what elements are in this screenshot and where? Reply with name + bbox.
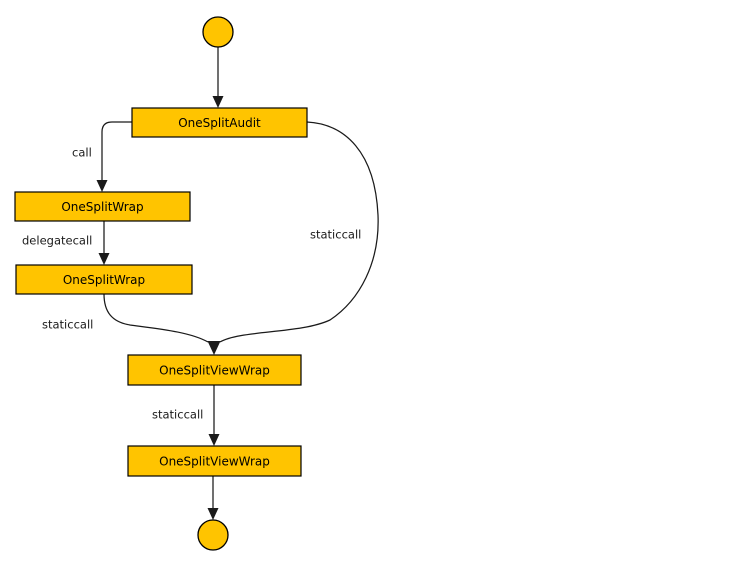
- arrowhead-icon: [207, 508, 219, 520]
- edge-line: [219, 121, 379, 343]
- edge-label-staticcall-right: staticcall: [310, 228, 361, 242]
- node-onesplitaudit[interactable]: OneSplitAudit: [131, 107, 308, 138]
- node-label: OneSplitWrap: [63, 273, 145, 287]
- arrowhead-icon: [98, 253, 110, 265]
- node-label: OneSplitViewWrap: [159, 364, 270, 378]
- edge-onesplitaudit-to-onesplitviewwrap: staticcall: [219, 121, 379, 343]
- edge-onesplitaudit-to-onesplitwrap: call: [72, 121, 132, 192]
- edge-onesplitwrap-to-onesplitviewwrap: staticcall: [42, 293, 209, 343]
- node-onesplitviewwrap-2[interactable]: OneSplitViewWrap: [127, 445, 302, 477]
- node-onesplitwrap-2[interactable]: OneSplitWrap: [15, 264, 193, 295]
- edge-start-to-onesplitaudit: [212, 47, 224, 108]
- start-node[interactable]: [202, 16, 234, 48]
- edge-onesplitviewwrap-to-onesplitviewwrap: staticcall: [152, 385, 220, 446]
- edge-label-staticcall-left: staticcall: [42, 318, 93, 332]
- arrowhead-icon: [208, 434, 220, 446]
- node-label: OneSplitAudit: [178, 116, 261, 130]
- node-rect[interactable]: [15, 264, 193, 295]
- node-onesplitwrap-1[interactable]: OneSplitWrap: [14, 191, 191, 222]
- node-rect[interactable]: [127, 445, 302, 477]
- node-label: OneSplitWrap: [61, 200, 143, 214]
- node-rect[interactable]: [127, 354, 302, 386]
- edge-label-staticcall-bottom: staticcall: [152, 408, 203, 422]
- node-onesplitviewwrap-1[interactable]: OneSplitViewWrap: [127, 354, 302, 386]
- node-rect[interactable]: [14, 191, 191, 222]
- arrowhead-icon: [207, 341, 221, 355]
- edge-label-call: call: [72, 146, 92, 160]
- arrowhead-icon: [96, 180, 108, 192]
- end-node[interactable]: [197, 519, 229, 551]
- edge-onesplitwrap-to-onesplitwrap: delegatecall: [22, 221, 110, 265]
- edge-line: [101, 121, 132, 185]
- edge-line: [103, 293, 209, 343]
- arrowhead-icon: [212, 96, 224, 108]
- edge-label-delegatecall: delegatecall: [22, 234, 92, 248]
- node-label: OneSplitViewWrap: [159, 455, 270, 469]
- edge-onesplitviewwrap-to-end: [207, 476, 219, 520]
- node-rect[interactable]: [131, 107, 308, 138]
